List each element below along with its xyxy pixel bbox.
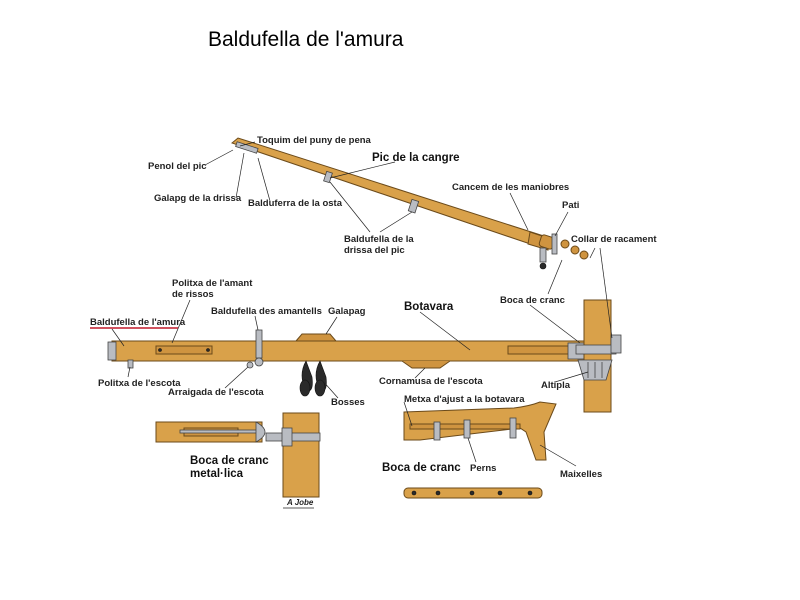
label-cancem: Cancem de les maniobres: [452, 182, 569, 193]
label-politxa-escota: Politxa de l'escota: [98, 378, 181, 389]
mast-section: [575, 299, 622, 413]
label-galapg-drissa: Galapg de la drissa: [154, 193, 242, 204]
label-metxa: Metxa d'ajust a la botavara: [404, 394, 525, 405]
label-pic: Pic de la cangre: [372, 152, 460, 164]
label-toquim: Toquim del puny de pena: [257, 135, 372, 146]
page-title: Baldufella de l'amura: [208, 28, 404, 51]
wooden-jaw-detail: [403, 401, 557, 499]
label-galapag: Galapag: [328, 306, 366, 317]
signature: A Jobe: [286, 498, 314, 507]
label-perns: Perns: [470, 463, 496, 474]
label-pati: Pati: [562, 200, 579, 211]
metal-jaw-detail: [155, 412, 321, 498]
label-baldufella-drissa-1: Baldufella de la: [344, 234, 414, 245]
label-penol: Penol del pic: [148, 161, 207, 172]
label-boca-metal-2: metal·lica: [190, 468, 244, 480]
label-collar: Collar de racament: [571, 234, 657, 245]
label-baldufella-amantells: Baldufella des amantells: [211, 306, 322, 317]
label-politxa-amant-1: Politxa de l'amant: [172, 278, 253, 289]
label-balduferra-osta: Balduferra de la osta: [248, 198, 343, 209]
label-boca-cranc: Boca de cranc: [382, 462, 461, 474]
leader-lines: [111, 141, 613, 467]
label-politxa-amant-2: de rissos: [172, 289, 214, 300]
boom-spar: [107, 329, 611, 397]
label-boca-cranc-top: Boca de cranc: [500, 295, 565, 306]
label-maixelles: Maixelles: [560, 469, 602, 480]
label-bosses: Bosses: [331, 397, 365, 408]
label-altipla: Altipla: [541, 380, 571, 391]
label-baldufella-drissa-2: drissa del pic: [344, 245, 405, 256]
gaff-spar: [230, 137, 589, 270]
label-cornamusa: Cornamusa de l'escota: [379, 376, 483, 387]
label-baldufella-amura: Baldufella de l'amura: [90, 317, 186, 328]
label-arraigada: Arraigada de l'escota: [168, 387, 264, 398]
label-botavara: Botavara: [404, 301, 454, 313]
label-boca-metal-1: Boca de cranc: [190, 455, 269, 467]
